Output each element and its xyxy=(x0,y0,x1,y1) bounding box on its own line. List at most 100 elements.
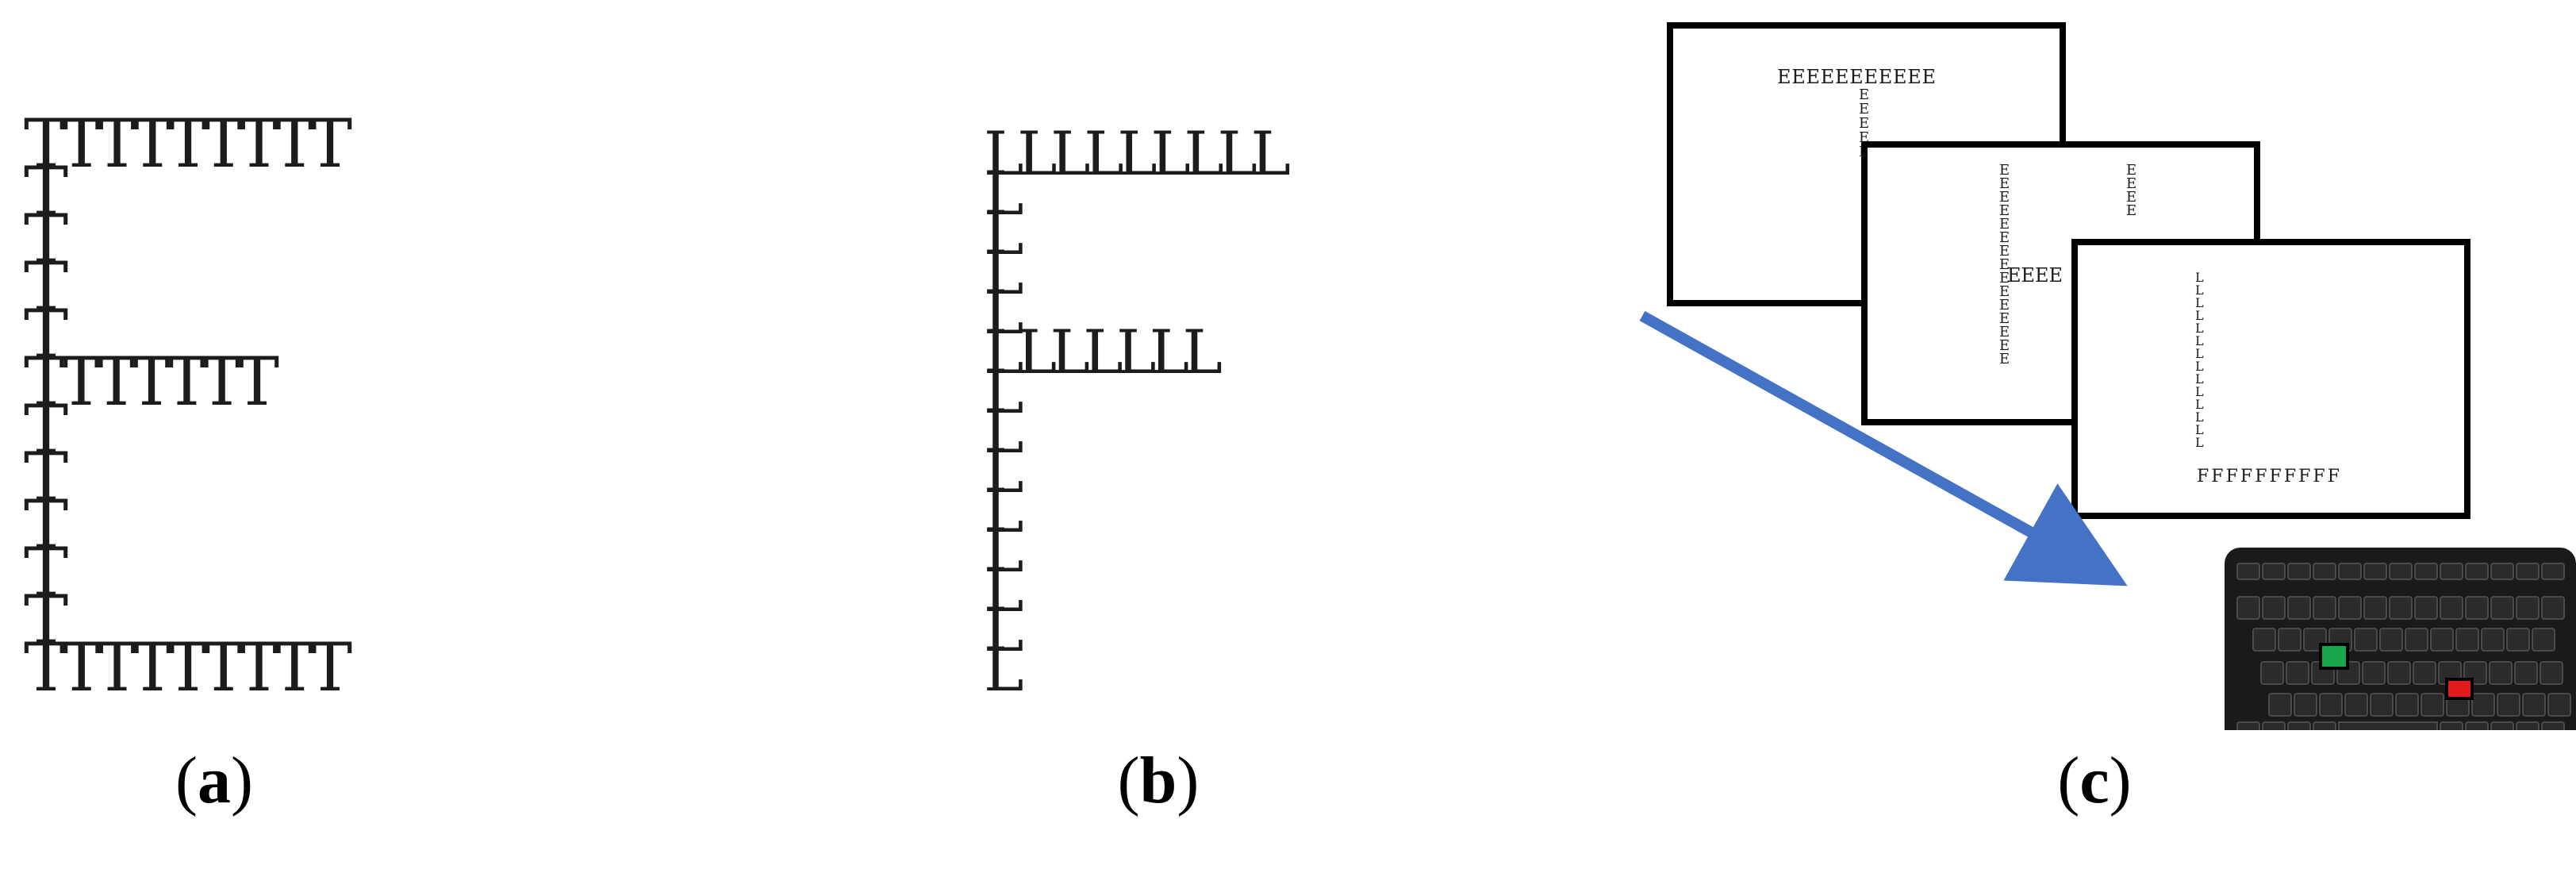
stimulus-a-row: TTTTTTT xyxy=(24,343,279,421)
stimulus-b-row: L xyxy=(984,158,1023,229)
screen-3-stem-letter: L xyxy=(2195,333,2204,348)
keyboard-key xyxy=(2465,721,2489,730)
stimulus-b-row: L xyxy=(984,436,1023,506)
screen-3-stem-letter: L xyxy=(2195,410,2204,425)
screen-3-stem-letter: L xyxy=(2195,359,2204,374)
stimulus-b-row: L xyxy=(984,277,1023,348)
screen-2-left-stem: E xyxy=(1999,337,2010,354)
panel-label-c: (c) xyxy=(2057,744,2132,817)
keyboard-key xyxy=(2465,596,2489,620)
screen-2-left-stem: E xyxy=(1999,351,2010,367)
red-key xyxy=(2445,678,2474,700)
keyboard-key xyxy=(2516,563,2540,580)
screen-3-stem-letter: L xyxy=(2195,371,2204,386)
keyboard-key xyxy=(2541,721,2565,730)
panel-label-a: (a) xyxy=(175,744,253,817)
stimulus-b-row: L xyxy=(984,396,1023,467)
screen-3-stem-letter: L xyxy=(2195,308,2204,323)
keyboard-key xyxy=(2389,563,2413,580)
keyboard-key xyxy=(2338,596,2362,620)
keyboard-key xyxy=(2262,563,2286,580)
keyboard-key xyxy=(2522,693,2546,717)
screen-3-stem-letter: L xyxy=(2195,295,2204,310)
screen-2-right-stem: E xyxy=(2126,202,2136,219)
keyboard-key xyxy=(2490,721,2514,730)
screen-3-stem-letter: L xyxy=(2195,346,2204,361)
screen-1-stem-letter: E xyxy=(1859,87,1869,103)
keyboard-key xyxy=(2506,628,2530,652)
screen-2-left-stem: E xyxy=(1999,310,2010,327)
screen-2-left-stem: E xyxy=(1999,256,2010,273)
screen-2-left-stem: E xyxy=(1999,175,2010,192)
screen-2-left-stem: E xyxy=(1999,270,2010,286)
stimulus-a-row: T xyxy=(24,533,68,611)
stimulus-b-row: L xyxy=(984,515,1023,586)
keyboard-key xyxy=(2268,693,2292,717)
keyboard-key xyxy=(2547,693,2571,717)
keyboard-key xyxy=(2516,721,2540,730)
keyboard-key xyxy=(2262,596,2286,620)
stimulus-a-row: T xyxy=(24,390,68,468)
keyboard-key xyxy=(2540,661,2563,685)
keyboard-key xyxy=(2236,563,2260,580)
screen-1-stem-letter: E xyxy=(1859,101,1869,117)
screen-3-stem-letter: L xyxy=(2195,397,2204,412)
keyboard-key xyxy=(2532,628,2555,652)
stimulus-b-row: LLLLLLL xyxy=(984,317,1223,387)
keyboard-key xyxy=(2370,693,2394,717)
keyboard-key xyxy=(2319,693,2343,717)
keyboard-key xyxy=(2313,596,2336,620)
stimulus-a-row: TTTTTTTTT xyxy=(24,105,352,183)
keyboard-key xyxy=(2489,661,2513,685)
stimulus-b-row: L xyxy=(984,634,1023,705)
stimulus-b-row: L xyxy=(984,237,1023,308)
keyboard-key xyxy=(2481,628,2505,652)
screen-2-right-stem: E xyxy=(2126,162,2136,179)
screen-2-left-stem: E xyxy=(1999,324,2010,340)
arrow xyxy=(1639,310,2128,586)
keyboard-key xyxy=(2395,693,2419,717)
keyboard-key xyxy=(2490,596,2514,620)
stimulus-b-row: LLLLLLLLL xyxy=(984,118,1291,189)
keyboard-key xyxy=(2294,693,2317,717)
screen-2-left-stem: E xyxy=(1999,189,2010,206)
keyboard-key xyxy=(2338,563,2362,580)
keyboard-key xyxy=(2421,693,2444,717)
screen-2-left-stem: E xyxy=(1999,202,2010,219)
keyboard-key xyxy=(2389,596,2413,620)
keyboard-key xyxy=(2252,628,2276,652)
stimulus-a-row: T xyxy=(24,248,68,325)
keyboard-key xyxy=(2440,721,2463,730)
screen-2-middle-row: EEEE xyxy=(2007,264,2063,286)
keyboard-key xyxy=(2286,661,2309,685)
screen-2-left-stem: E xyxy=(1999,243,2010,260)
keyboard-key xyxy=(2287,563,2311,580)
keyboard-key xyxy=(2497,693,2520,717)
keyboard-key xyxy=(2413,661,2436,685)
keyboard-key xyxy=(2440,596,2463,620)
keyboard-key xyxy=(2405,628,2428,652)
screen-1-top-row: EEEEEEEEEEE xyxy=(1777,66,1936,88)
screen-3-stem-letter: L xyxy=(2195,270,2204,285)
keyboard-key xyxy=(2236,721,2260,730)
keyboard xyxy=(2225,548,2576,730)
stimulus-a-row: TTTTTTTTT xyxy=(24,629,352,706)
screen-3-stem-letter: L xyxy=(2195,435,2204,450)
screen-3-stem-letter: L xyxy=(2195,283,2204,298)
screen-2-right-stem: E xyxy=(2126,189,2136,206)
screen-3-stem-letter: L xyxy=(2195,384,2204,399)
screen-2-left-stem: E xyxy=(1999,297,2010,313)
keyboard-key xyxy=(2465,563,2489,580)
screen-2-left-stem: E xyxy=(1999,283,2010,300)
keyboard-key xyxy=(2516,596,2540,620)
stimulus-a-row: T xyxy=(24,295,68,373)
stimulus-a-row: T xyxy=(24,581,68,659)
stimulus-a-row: T xyxy=(24,200,68,278)
keyboard-key xyxy=(2490,563,2514,580)
keyboard-key xyxy=(2440,563,2463,580)
keyboard-key xyxy=(2362,661,2386,685)
